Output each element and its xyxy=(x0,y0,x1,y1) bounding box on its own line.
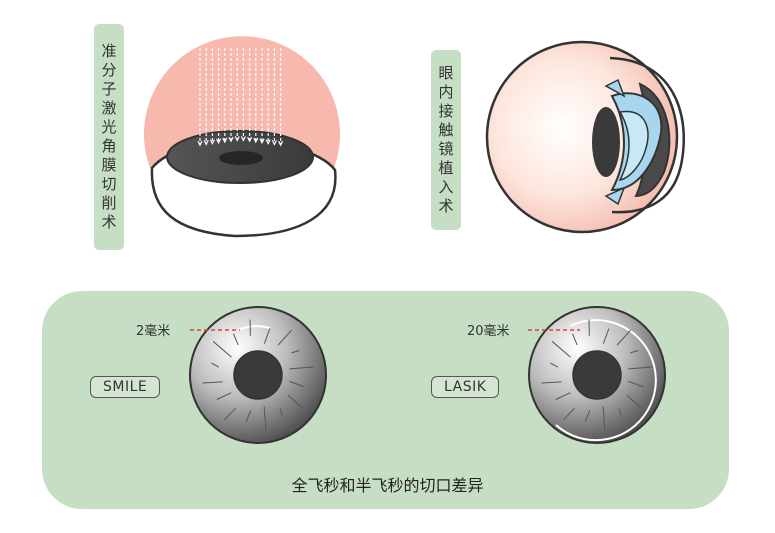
laser-beam-arrow xyxy=(216,138,222,145)
laser-beam-arrow xyxy=(203,140,209,146)
icl-procedure-label-text: 眼内接触镜植入术 xyxy=(438,64,454,215)
laser-beam-arrow xyxy=(265,139,271,145)
pupil xyxy=(219,151,263,165)
lasik-procedure-label-text: 准分子激光角膜切削术 xyxy=(101,42,117,231)
smile-tag: SMILE xyxy=(90,376,161,398)
laser-beam-arrow xyxy=(222,137,228,144)
laser-beams xyxy=(197,48,284,147)
cornea-outline xyxy=(609,56,686,214)
procedure-illustrations xyxy=(144,36,686,238)
laser-beam-arrow xyxy=(278,140,284,147)
lens-haptic xyxy=(604,78,626,206)
laser-beam-area xyxy=(144,36,341,169)
lasik-procedure-label: 准分子激光角膜切削术 xyxy=(94,24,124,250)
icl-procedure-label: 眼内接触镜植入术 xyxy=(431,50,461,230)
laser-beam-arrow xyxy=(247,136,253,143)
laser-beam-arrow xyxy=(271,140,277,146)
laser-beam-arrow xyxy=(253,137,259,144)
smile-measure-label: 2毫米 xyxy=(136,324,171,339)
lens-inner xyxy=(618,110,649,182)
laser-beam-arrow xyxy=(259,138,265,145)
icl-eye-illustration xyxy=(485,40,686,234)
lasik-measure-label: 20毫米 xyxy=(467,324,510,339)
laser-beam-arrow xyxy=(209,139,215,145)
panel-caption: 全飞秒和半飞秒的切口差异 xyxy=(291,476,484,495)
lasik-tag: LASIK xyxy=(431,376,500,398)
laser-beam-arrow xyxy=(234,136,240,142)
laser-beam-arrow xyxy=(197,140,203,147)
laser-beam-arrow xyxy=(240,136,246,142)
laser-beam-arrow xyxy=(228,136,234,143)
eye-pupil xyxy=(592,107,620,177)
laser-eye-illustration xyxy=(144,36,341,238)
